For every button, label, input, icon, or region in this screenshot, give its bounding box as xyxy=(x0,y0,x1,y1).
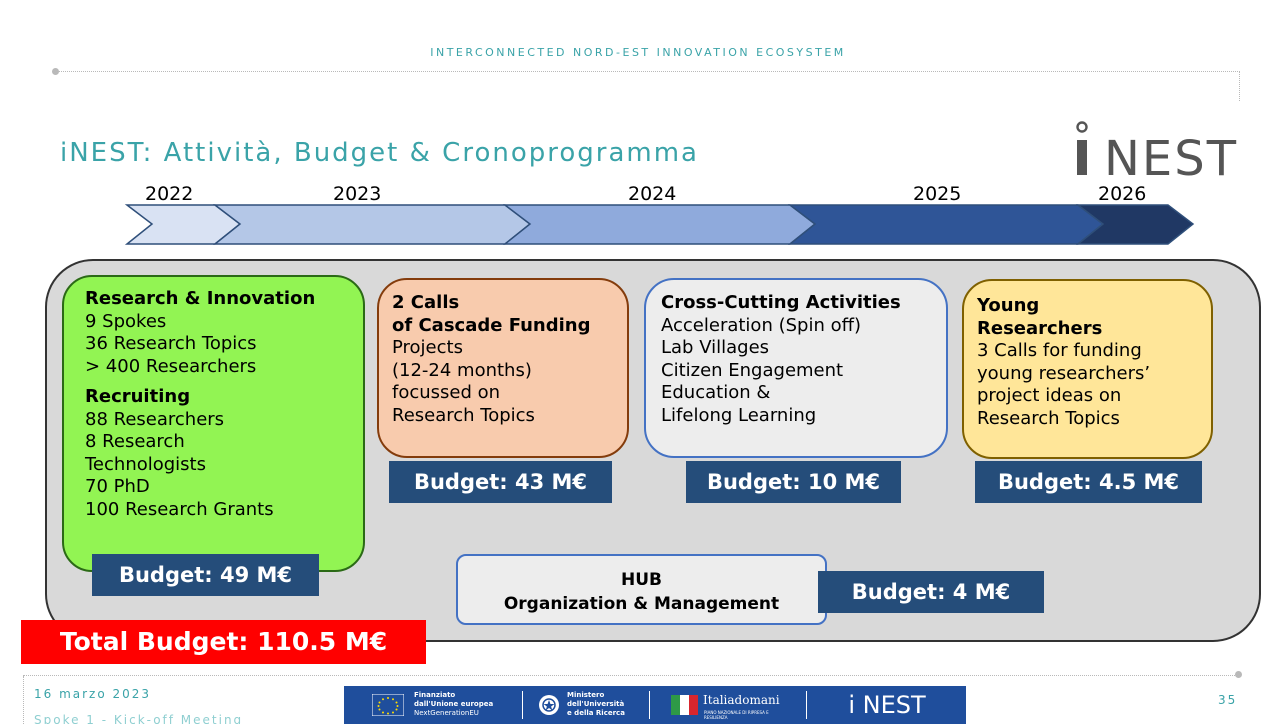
eu-flag-icon xyxy=(372,694,404,716)
italiadomani-subtext: PIANO NAZIONALE DI RIPRESA E RESILIENZA xyxy=(704,710,769,720)
total-budget: Total Budget: 110.5 M€ xyxy=(21,620,426,664)
timeline-chevron-2023 xyxy=(212,204,532,245)
research-line: > 400 Researchers xyxy=(85,355,257,377)
recruiting-line: Technologists xyxy=(85,453,206,475)
young-heading: Young xyxy=(977,295,1040,316)
year-2024: 2024 xyxy=(628,183,677,205)
young-line: project ideas on xyxy=(977,385,1122,406)
young-researchers-box: Young Researchers 3 Calls for funding yo… xyxy=(962,279,1213,459)
ministry-logo: Ministero dell'Università e della Ricerc… xyxy=(524,686,649,724)
inest-footer-logo-text: i NEST xyxy=(848,691,926,719)
timeline-chevron-2026 xyxy=(1075,204,1195,245)
timeline-chevron-2024 xyxy=(502,204,817,245)
ministry-logo-line: e della Ricerca xyxy=(567,709,625,717)
header-divider-corner xyxy=(1239,71,1240,101)
recruiting-line: 70 PhD xyxy=(85,476,150,497)
cross-line: Lifelong Learning xyxy=(661,404,817,426)
research-innovation-box: Research & Innovation 9 Spokes 36 Resear… xyxy=(62,275,365,572)
hub-box: HUB Organization & Management xyxy=(456,554,827,625)
header-divider xyxy=(56,71,1240,72)
year-2022: 2022 xyxy=(145,183,194,205)
young-line: Research Topics xyxy=(977,407,1120,429)
timeline-arrows xyxy=(124,204,1195,245)
cascade-line: Research Topics xyxy=(392,404,535,426)
research-heading: Research & Innovation xyxy=(85,288,316,309)
header-line-dot xyxy=(52,68,59,75)
young-budget: Budget: 4.5 M€ xyxy=(975,461,1202,503)
cascade-budget: Budget: 43 M€ xyxy=(389,461,612,503)
recruiting-line: 8 Research xyxy=(85,431,185,452)
young-line: 3 Calls for funding xyxy=(977,340,1142,361)
cascade-line: focussed on xyxy=(392,382,501,403)
cascade-heading: 2 Calls xyxy=(392,292,460,313)
cascade-line: (12-24 months) xyxy=(392,359,532,381)
inest-logo: NEST xyxy=(1068,118,1238,187)
research-budget: Budget: 49 M€ xyxy=(92,554,319,596)
footer-line-dot xyxy=(1235,671,1242,678)
logo-separator xyxy=(522,691,523,719)
footer-date: 16 marzo 2023 xyxy=(34,687,152,701)
funding-logos-strip: Finanziato dall'Unione europea NextGener… xyxy=(344,686,966,724)
hub-subtitle: Organization & Management xyxy=(503,594,780,614)
italiadomani-logo: Italiadomani PIANO NAZIONALE DI RIPRESA … xyxy=(651,686,806,724)
cross-line: Lab Villages xyxy=(661,337,770,358)
italy-flag-icon xyxy=(671,695,698,715)
cascade-line: Projects xyxy=(392,337,463,358)
eu-logo-line: NextGenerationEU xyxy=(414,709,479,717)
inest-logo-mark: NEST xyxy=(1076,121,1238,187)
footer-meeting: Spoke 1 - Kick-off Meeting xyxy=(34,713,244,724)
page-number: 35 xyxy=(1218,693,1238,707)
cross-heading: Cross-Cutting Activities xyxy=(661,292,901,313)
recruiting-line: 88 Researchers xyxy=(85,408,225,430)
svg-text:NEST: NEST xyxy=(1104,131,1238,180)
footer-divider xyxy=(23,675,1241,676)
logo-separator xyxy=(649,691,650,719)
cross-cutting-box: Cross-Cutting Activities Acceleration (S… xyxy=(644,278,948,458)
year-2026: 2026 xyxy=(1098,183,1147,205)
hub-title: HUB xyxy=(621,570,662,590)
footer-divider-left xyxy=(23,676,24,724)
cross-line: Citizen Engagement xyxy=(661,359,844,381)
italiadomani-text: Italiadomani xyxy=(703,693,780,707)
ministry-logo-line: dell'Università xyxy=(567,700,625,708)
cross-budget: Budget: 10 M€ xyxy=(686,461,901,503)
eu-logo-line: dall'Unione europea xyxy=(414,700,494,708)
year-2025: 2025 xyxy=(913,183,962,205)
young-heading: Researchers xyxy=(977,317,1103,339)
eu-logo: Finanziato dall'Unione europea NextGener… xyxy=(344,686,522,724)
recruiting-heading: Recruiting xyxy=(85,386,191,407)
ministry-logo-line: Ministero xyxy=(567,691,605,699)
cascade-heading: of Cascade Funding xyxy=(392,314,591,336)
year-2023: 2023 xyxy=(333,183,382,205)
ministry-emblem-icon xyxy=(539,695,559,715)
research-line: 36 Research Topics xyxy=(85,333,257,354)
inest-footer-logo: i NEST xyxy=(808,686,966,724)
hub-budget: Budget: 4 M€ xyxy=(818,571,1044,613)
cascade-funding-box: 2 Calls of Cascade Funding Projects (12-… xyxy=(377,278,629,458)
recruiting-line: 100 Research Grants xyxy=(85,498,274,520)
cross-line: Acceleration (Spin off) xyxy=(661,314,862,336)
logo-separator xyxy=(806,691,807,719)
timeline-chevron-2025 xyxy=(787,204,1105,245)
young-line: young researchers’ xyxy=(977,362,1151,384)
eu-logo-line: Finanziato xyxy=(414,691,456,699)
cross-line: Education & xyxy=(661,382,771,403)
slide-title: iNEST: Attività, Budget & Cronoprogramma xyxy=(60,138,699,168)
research-line: 9 Spokes xyxy=(85,310,167,332)
header-text: INTERCONNECTED NORD-EST INNOVATION ECOSY… xyxy=(430,46,846,59)
